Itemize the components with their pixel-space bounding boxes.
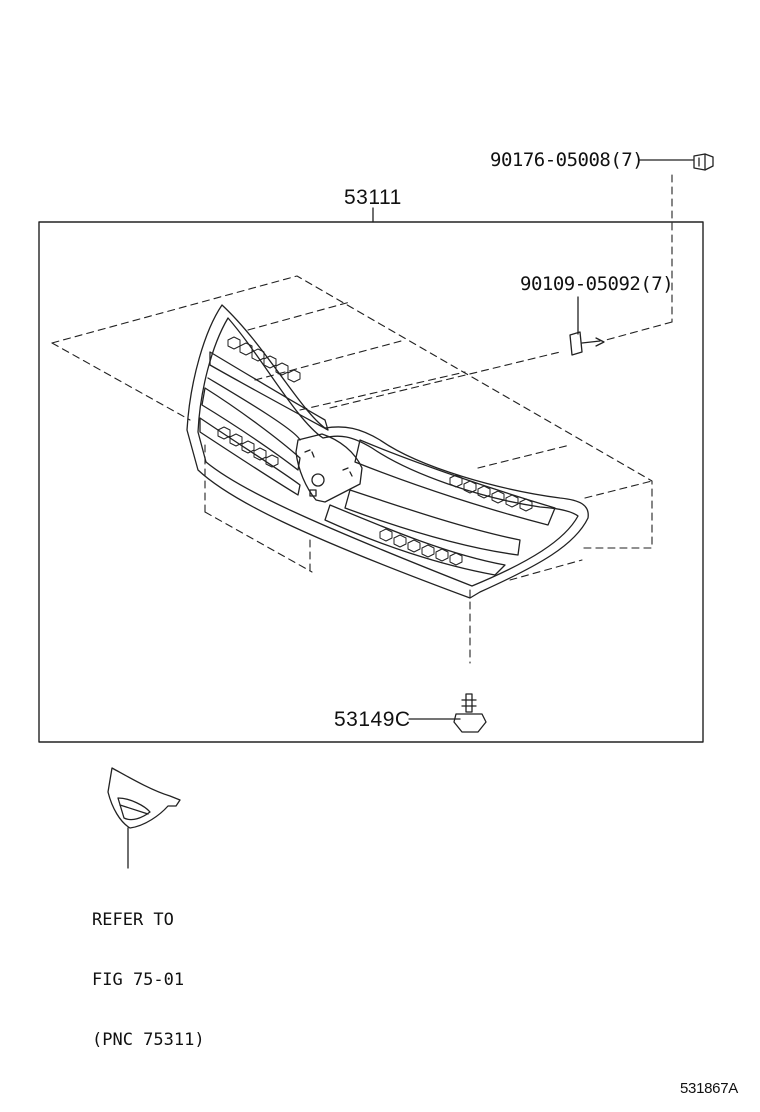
grille-body [186,304,589,599]
reference-line-1: REFER TO [92,910,174,930]
label-retainer: 53149C [334,708,411,731]
reference-line-2: FIG 75-01 [92,970,185,990]
reference-note: REFER TO FIG 75-01 (PNC 75311) [92,870,205,1090]
retainer-part [408,693,487,733]
emblem-reference-part [107,767,181,869]
label-clip: 90109-05092(7) [520,273,674,295]
label-bolt: 90176-05008(7) [490,149,644,171]
assembly-frame [38,221,704,743]
bolt-part [639,153,714,171]
clip-part [569,296,605,356]
label-grille-assembly: 53111 [344,186,402,209]
emblem-housing [295,433,363,503]
reference-dashed-box [51,174,673,664]
honeycomb-mesh [217,336,533,566]
emblem-mount [311,473,325,487]
reference-line-3: (PNC 75311) [92,1030,205,1050]
illustration-code: 531867A [680,1080,738,1097]
